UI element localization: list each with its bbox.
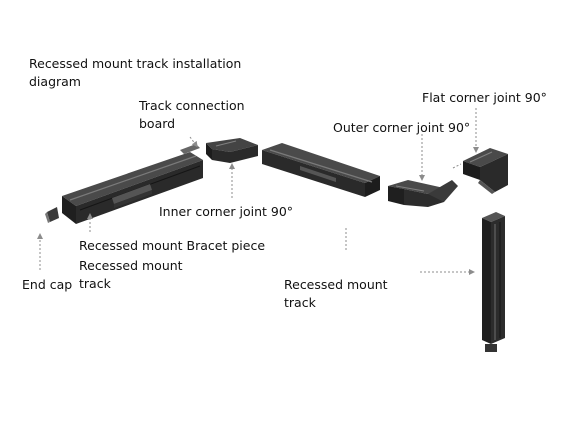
label-recessed-mount-track-left: Recessed mount track xyxy=(79,258,183,291)
middle-track-part xyxy=(262,143,380,197)
label-inner-corner-joint: Inner corner joint 90° xyxy=(159,204,294,219)
label-end-cap: End cap xyxy=(22,277,73,292)
label-track-connection-board: Track connection board xyxy=(139,98,245,131)
diagram-title: Recessed mount track installation diagra… xyxy=(29,56,242,89)
label-flat-corner-joint: Flat corner joint 90° xyxy=(422,90,547,105)
inner-corner-joint-part xyxy=(206,138,258,163)
flat-corner-joint-part xyxy=(463,148,508,194)
vertical-track-part xyxy=(482,212,505,352)
bracket-piece-part xyxy=(112,184,152,208)
label-recessed-mount-track-right: Recessed mount track xyxy=(284,277,388,310)
label-bracket-piece: Recessed mount Bracet piece xyxy=(79,238,266,253)
end-cap-part xyxy=(45,207,59,223)
left-track-part xyxy=(62,152,203,224)
label-outer-corner-joint: Outer corner joint 90° xyxy=(333,120,471,135)
leader-lines xyxy=(37,108,479,275)
outer-corner-joint-part xyxy=(388,180,458,207)
